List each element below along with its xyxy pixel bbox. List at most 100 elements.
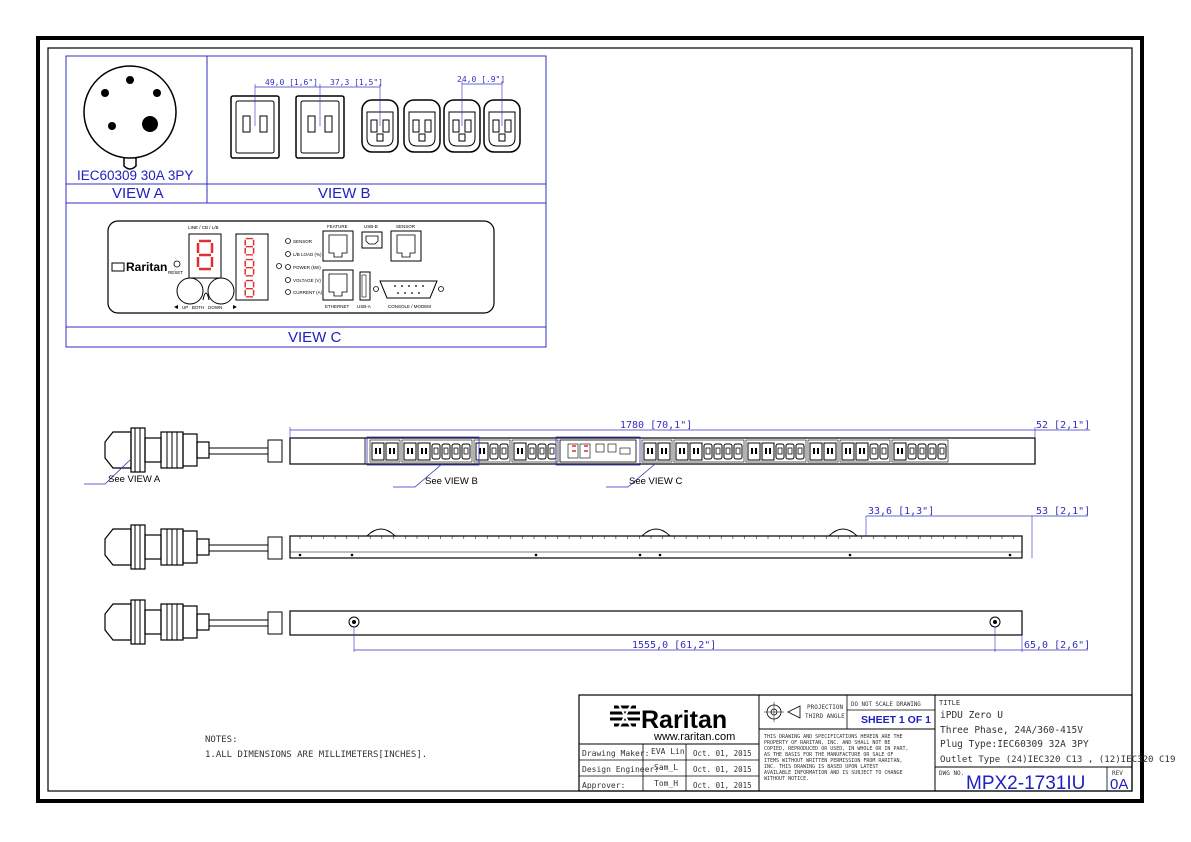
tb-disclaimer-4: ITEMS WITHOUT WRITTEN PERMISSION FROM RA… [764, 758, 902, 764]
tb-projection-1: PROJECTION [807, 704, 844, 711]
c13-outlet [451, 443, 461, 460]
panel-led-voltage: VOLTAGE (V) [293, 278, 321, 283]
panel-reset: RESET [168, 270, 183, 275]
c13-outlet [879, 443, 889, 460]
projection-symbol-icon [764, 702, 801, 722]
dim-c19-to-c13: 37,3 [1,5"] [330, 78, 383, 87]
c13-outlet [907, 443, 917, 460]
view-a-plug-face [83, 65, 177, 170]
c19-outlet [403, 442, 417, 461]
tb-row-0-role: Drawing Maker: [582, 749, 649, 758]
tb-row-1-date: Oct. 01, 2015 [693, 765, 752, 774]
tb-row-0-date: Oct. 01, 2015 [693, 749, 752, 758]
c13-outlet [537, 443, 547, 460]
c13-outlet [703, 443, 713, 460]
dim-c13-pitch: 24,0 [.9"] [457, 75, 505, 84]
panel-led-power: POWER (kW) [293, 265, 321, 270]
panel-console-label: CONSOLE / MODEM [388, 304, 431, 309]
c19-outlet [675, 442, 689, 461]
c13-outlet [441, 443, 451, 460]
tb-disclaimer-0: THIS DRAWING AND SPECIFICATIONS HEREIN A… [764, 734, 902, 740]
c13-outlet [795, 443, 805, 460]
c19-outlet [747, 442, 761, 461]
views-box [65, 55, 547, 348]
tb-do-not-scale: DO NOT SCALE DRAWING [851, 702, 921, 708]
tb-title-line-1: Three Phase, 24A/360-415V [940, 725, 1083, 736]
dim-breaker: 33,6 [1,3"] [868, 506, 934, 517]
c13-outlet [937, 443, 947, 460]
rear-elevation [104, 599, 1088, 652]
front-elevation [84, 427, 1090, 488]
panel-led-current: CURRENT (A) [293, 290, 323, 295]
tb-row-1-role: Design Engineer: [582, 765, 659, 774]
tb-title-line-3: Outlet Type (24)IEC320 C13 , (12)IEC320 … [940, 755, 1175, 765]
tb-row-2-name: Tom_H [654, 779, 678, 788]
c19-outlet [385, 442, 399, 461]
panel-sensor-label: SENSOR [396, 224, 416, 229]
view-b-outlets [230, 81, 521, 159]
panel-led-sensor: SENSOR [293, 239, 313, 244]
panel-button-labels: UP BOTH DOWN [182, 305, 222, 310]
tb-row-1-name: Sam_L [654, 763, 678, 772]
panel-brand: Raritan [126, 260, 167, 274]
view-c-title: VIEW C [288, 329, 342, 346]
c13-outlet [869, 443, 879, 460]
c19-outlet [809, 442, 823, 461]
panel-feature-label: FEATURE [327, 224, 348, 229]
side-elevation [104, 515, 1088, 570]
notes-title: NOTES: [205, 735, 238, 745]
c19-outlet [475, 442, 489, 461]
c19-outlet [823, 442, 837, 461]
tb-brand: Raritan [641, 706, 727, 734]
view-a-title: VIEW A [112, 185, 164, 202]
tb-rev: 0A [1110, 776, 1128, 793]
panel-ethernet-label: ETHERNET [325, 304, 350, 309]
c13-outlet [547, 443, 557, 460]
c13-outlet [461, 443, 471, 460]
tb-sheet: SHEET 1 OF 1 [861, 714, 931, 726]
title-block [578, 694, 1133, 792]
dim-mount: 1555,0 [61,2"] [632, 640, 716, 651]
panel-led-load: L/B LOAD (%) [293, 252, 322, 257]
c19-outlet [893, 442, 907, 461]
panel-usb-b-label: USB-B [364, 224, 378, 229]
tb-disclaimer-7: WITHOUT NOTICE. [764, 776, 809, 782]
c19-outlet [689, 442, 703, 461]
view-c-panel [107, 220, 495, 314]
c19-outlet [513, 442, 527, 461]
c19-outlet [761, 442, 775, 461]
dim-end: 65,0 [2,6"] [1024, 640, 1090, 651]
c13-outlet [527, 443, 537, 460]
tb-title-line-2: Plug Type:IEC60309 32A 3PY [940, 739, 1089, 750]
tb-disclaimer-5: INC. THIS DRAWING IS BASED UPON LATEST [764, 764, 878, 770]
tb-disclaimer-6: AVAILABLE INFORMATION AND IS SUBJECT TO … [764, 770, 902, 776]
callout-view-c: See VIEW C [629, 476, 682, 487]
panel-line-label: LINE / CB / L/B [188, 225, 219, 230]
tb-row-2-date: Oct. 01, 2015 [693, 781, 752, 790]
c13-outlet [713, 443, 723, 460]
panel-usb-a-label: USB-A [357, 304, 371, 309]
c13-outlet [489, 443, 499, 460]
dim-c19-pitch: 49,0 [1,6"] [265, 78, 318, 87]
c13-outlet [733, 443, 743, 460]
tb-title-line-0: iPDU Zero U [940, 710, 1003, 721]
c19-outlet [417, 442, 431, 461]
tb-row-2-role: Approver: [582, 781, 625, 790]
dim-depth: 53 [2,1"] [1036, 506, 1090, 517]
panel-brand-logo-icon [111, 262, 125, 272]
tb-url: www.raritan.com [653, 731, 735, 743]
callout-view-b: See VIEW B [425, 476, 478, 487]
c19-outlet [643, 442, 657, 461]
c13-outlet [927, 443, 937, 460]
dim-length: 1780 [70,1"] [620, 420, 692, 431]
tb-disclaimer-2: COPIED, REPRODUCED OR USED, IN WHOLE OR … [764, 746, 909, 752]
tb-dwg-no: MPX2-1731IU [966, 773, 1085, 794]
view-a-plug-label: IEC60309 30A 3PY [77, 168, 193, 183]
raritan-logo-icon [610, 702, 640, 730]
c13-outlet [785, 443, 795, 460]
tb-dwg-label: DWG NO. [939, 770, 964, 777]
c19-outlet [657, 442, 671, 461]
view-b-title: VIEW B [318, 185, 371, 202]
c19-outlet [855, 442, 869, 461]
